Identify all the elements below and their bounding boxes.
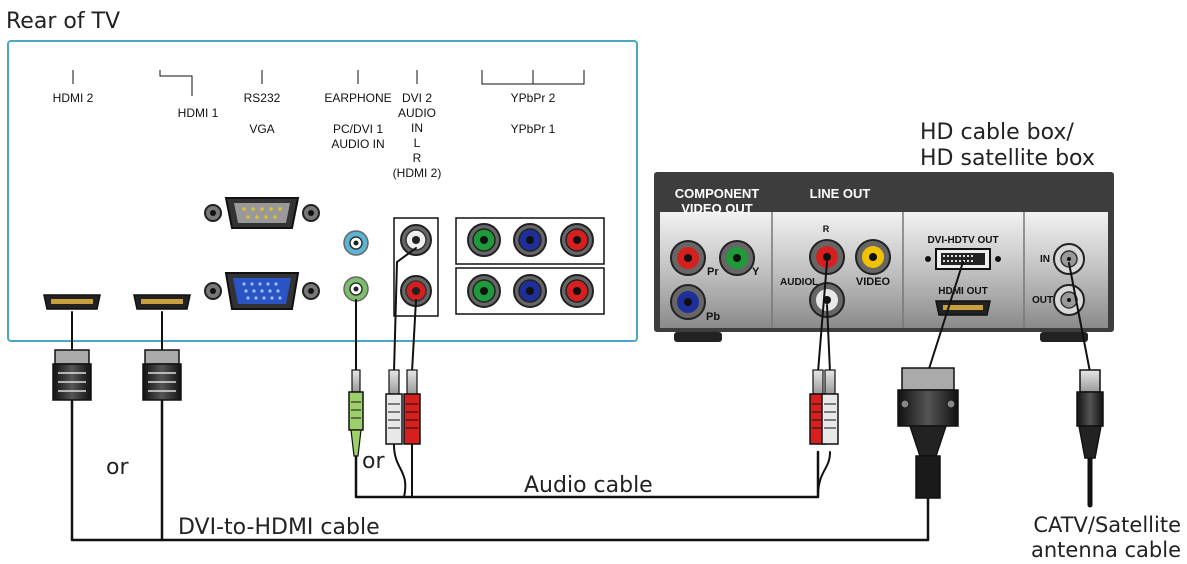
label-hdmi1: HDMI 1 bbox=[178, 106, 219, 120]
ypbpr1-y-jack bbox=[467, 274, 501, 308]
audio-cable bbox=[354, 450, 820, 499]
ypbpr2-y-jack bbox=[467, 223, 501, 257]
box-dvi-port bbox=[925, 248, 1001, 270]
label-dvi2-l: L bbox=[414, 136, 421, 150]
tv-hdmi2-port bbox=[43, 294, 101, 310]
box-r-label: R bbox=[823, 224, 830, 234]
box-l-lead bbox=[826, 304, 831, 373]
box-line-out-label: LINE OUT bbox=[810, 186, 871, 201]
label-ypbpr1: YPbPr 1 bbox=[511, 122, 556, 136]
box-l-label: L bbox=[812, 277, 818, 288]
rca-plug-white-box bbox=[821, 369, 839, 445]
box-component-label-2: VIDEO OUT bbox=[681, 201, 753, 216]
tv-hdmi1-port bbox=[133, 294, 191, 310]
antenna-plug bbox=[1076, 369, 1104, 459]
label-hdmi2: HDMI 2 bbox=[53, 91, 94, 105]
box-y-label: Y bbox=[752, 266, 760, 278]
antenna-cable-label-line1: CATV/Satellite bbox=[1033, 513, 1181, 537]
label-pcdvi1: PC/DVI 1 bbox=[333, 122, 383, 136]
box-video-label: VIDEO bbox=[856, 276, 891, 288]
cables bbox=[70, 247, 1093, 542]
box-hdmi-label: HDMI OUT bbox=[938, 286, 987, 297]
label-ypbpr2: YPbPr 2 bbox=[511, 91, 556, 105]
dvi2-audio-l-jack bbox=[400, 224, 432, 256]
hdmi-plug-2 bbox=[142, 349, 182, 401]
ypbpr1-pb-jack bbox=[513, 274, 547, 308]
audio-cable-label: Audio cable bbox=[524, 473, 653, 498]
or-label-hdmi: or bbox=[106, 455, 129, 480]
dvi-hdmi-cable-label: DVI-to-HDMI cable bbox=[178, 515, 380, 540]
label-rs232: RS232 bbox=[244, 91, 281, 105]
r-audio-lead bbox=[411, 299, 417, 373]
hdmi-plug-1 bbox=[52, 349, 92, 401]
tv-rear-panel bbox=[7, 40, 638, 342]
antenna-cable-label-line2: antenna cable bbox=[1031, 538, 1181, 562]
box-pb-label: Pb bbox=[706, 311, 720, 323]
ypbpr2-pb-jack bbox=[513, 223, 547, 257]
label-dvi2-hdmi2: (HDMI 2) bbox=[393, 166, 442, 180]
audio-cable-white-lead bbox=[393, 444, 407, 498]
box-dvi-label: DVI-HDTV OUT bbox=[927, 235, 998, 246]
box-audio-r-jack bbox=[809, 239, 845, 275]
rca-plug-red-tv bbox=[403, 369, 421, 445]
dvi2-audio-r-jack bbox=[400, 275, 432, 307]
pc-audio-in-jack bbox=[343, 276, 369, 302]
ypbpr2-pr-jack bbox=[560, 223, 594, 257]
box-hdmi-port bbox=[935, 300, 991, 316]
label-vga: VGA bbox=[249, 122, 274, 136]
rca-plug-white-tv bbox=[385, 369, 403, 445]
mini-jack-plug bbox=[348, 369, 364, 457]
l-audio-lead bbox=[393, 247, 417, 373]
box-audio-l-jack bbox=[809, 282, 845, 318]
diagram-title: Rear of TV bbox=[6, 9, 120, 34]
dvi-hdmi-cable bbox=[70, 396, 930, 542]
box-r-lead bbox=[817, 261, 828, 373]
or-label-audio: or bbox=[362, 449, 385, 474]
box-component-label: COMPONENT bbox=[675, 186, 760, 201]
box-title-line1: HD cable box/ bbox=[920, 120, 1074, 145]
box-pr-label: Pr bbox=[707, 266, 719, 278]
vga-port bbox=[204, 272, 320, 310]
label-dvi2-audio: AUDIO bbox=[398, 106, 436, 120]
earphone-jack bbox=[343, 230, 369, 256]
label-dvi2-in: IN bbox=[411, 121, 423, 135]
label-dvi2: DVI 2 bbox=[402, 91, 432, 105]
box-out-label: OUT bbox=[1032, 295, 1053, 306]
label-pcdvi1-audio-in: AUDIO IN bbox=[331, 137, 384, 151]
box-title-line2: HD satellite box bbox=[920, 146, 1095, 171]
ypbpr1-pr-jack bbox=[560, 274, 594, 308]
box-y-jack bbox=[719, 240, 755, 276]
box-rf-in-port bbox=[1053, 243, 1085, 275]
rs232-port bbox=[204, 197, 320, 229]
box-dvi-lead bbox=[927, 261, 964, 373]
box-pr-jack bbox=[670, 240, 706, 276]
box-rf-lead bbox=[1068, 262, 1091, 373]
dvi-plug bbox=[897, 367, 959, 499]
box-audio-label: AUDIO bbox=[780, 277, 812, 288]
box-pb-jack bbox=[670, 284, 706, 320]
box-rf-out-port bbox=[1053, 284, 1085, 316]
audio-cable-box-lead bbox=[817, 451, 831, 498]
box-video-jack bbox=[855, 239, 891, 275]
box-in-label: IN bbox=[1040, 254, 1050, 265]
label-earphone: EARPHONE bbox=[324, 91, 391, 105]
label-dvi2-r: R bbox=[413, 151, 422, 165]
label-ticks bbox=[72, 70, 585, 96]
